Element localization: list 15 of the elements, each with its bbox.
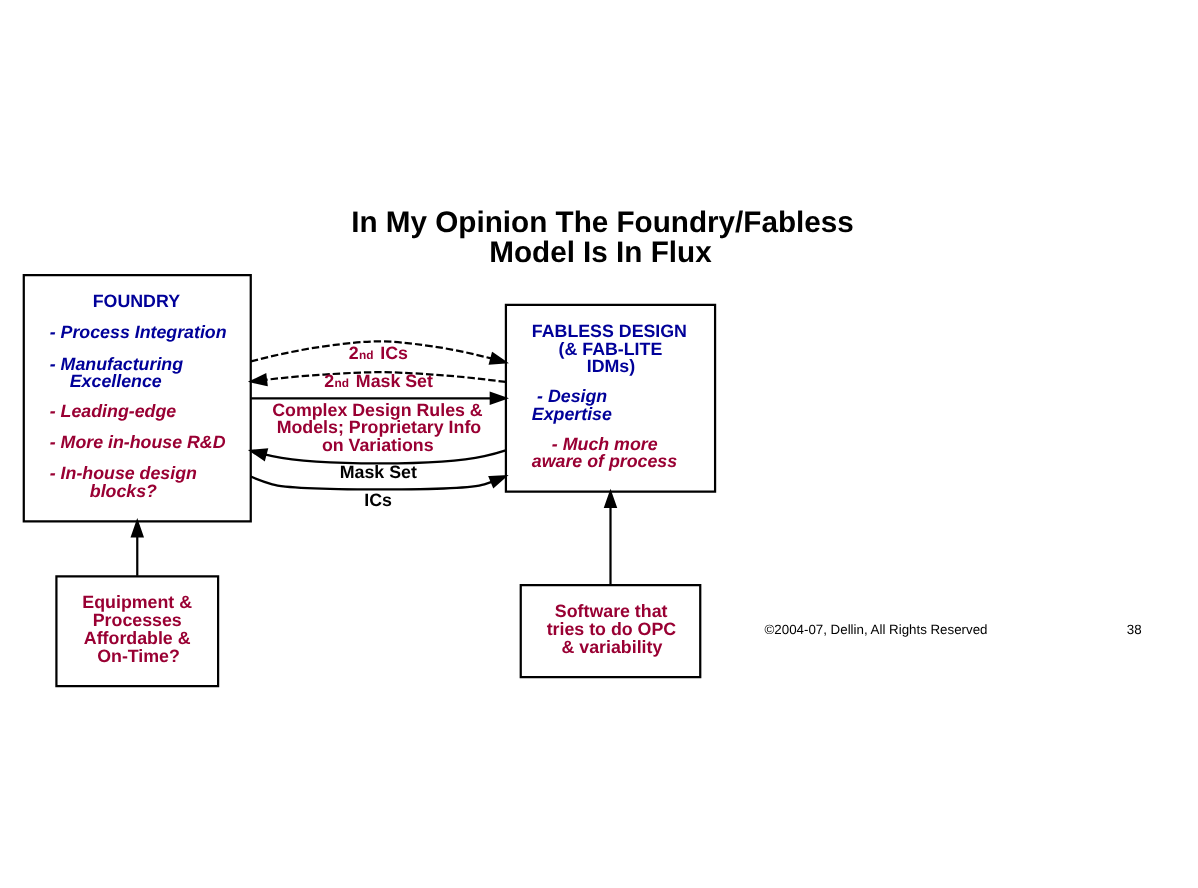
- arrow: [251, 390, 509, 405]
- arrow: [130, 517, 145, 575]
- node-box: Equipment & Processes Affordable & On-Time?: [55, 574, 220, 687]
- arrow: [247, 370, 506, 386]
- arrow: [603, 487, 618, 584]
- arrow: [250, 339, 509, 364]
- node-box: Software that tries to do OPC & variability: [519, 583, 702, 678]
- node-box: FOUNDRY - Process Integration - Manufacturing Excellence - Leading-edge - More in-house R&D - In-house design blocks?: [22, 273, 252, 522]
- edge-label: Mask Set: [339, 460, 417, 481]
- diagram-title: In My Opinion The Foundry/Fabless Model Is In Flux: [351, 207, 854, 269]
- node-box: FABLESS DESIGN (& FAB-LITE IDMs) - Design Expertise - Much more aware of process: [504, 302, 717, 492]
- arrow: [250, 473, 509, 490]
- edge-label: ICs: [364, 488, 392, 509]
- edge-label: Complex Design Rules & Models; Proprietary Info on Variations: [272, 398, 483, 455]
- arrow: [247, 447, 507, 464]
